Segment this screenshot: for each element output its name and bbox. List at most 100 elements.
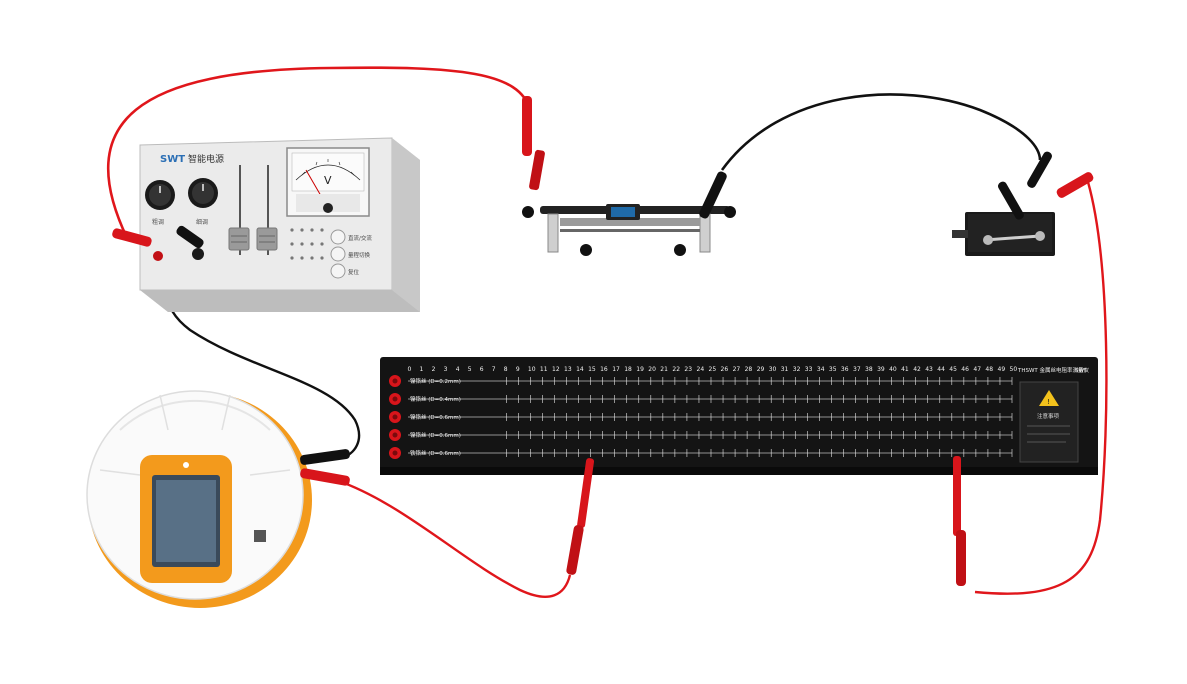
ruler-number: 34 [817, 366, 825, 373]
red-probe-board-right [953, 456, 966, 586]
mode-button-3-label: 复位 [348, 268, 360, 276]
black-plug-power [176, 225, 204, 249]
ruler-number: 24 [697, 366, 705, 373]
ruler-number: 9 [516, 366, 520, 373]
red-probe-board-left [566, 458, 595, 575]
black-wire-top [720, 93, 1042, 171]
ruler-number: 4 [456, 366, 460, 373]
fine-knob-label: 细调 [196, 218, 208, 226]
power-supply-brand: SWT [160, 154, 185, 165]
wire-terminal-hole [392, 396, 398, 402]
ruler-number: 33 [805, 366, 813, 373]
board-brand-tag: SWT [1075, 368, 1088, 374]
ruler-number: 19 [636, 366, 644, 373]
ruler-number: 18 [624, 366, 632, 373]
ruler-number: 10 [528, 366, 536, 373]
ruler-number: 50 [1010, 366, 1018, 373]
mode-button-2-label: 量程切换 [348, 251, 371, 259]
red-wire-top [106, 66, 532, 241]
ruler-number: 26 [721, 366, 729, 373]
probes-switch [997, 151, 1094, 220]
red-terminal[interactable] [153, 251, 163, 261]
ruler-number: 47 [973, 366, 981, 373]
board-terminals [389, 375, 401, 459]
ruler-number: 41 [901, 366, 909, 373]
ruler-number: 14 [576, 366, 584, 373]
power-supply-title: 智能电源 [188, 153, 224, 165]
mode-button-1[interactable] [330, 229, 346, 245]
ruler-number: 23 [684, 366, 692, 373]
ruler-number: 13 [564, 366, 572, 373]
warning-panel: ! 注意事项 [1019, 381, 1079, 463]
red-wire-bottom [329, 476, 572, 598]
ruler-number: 15 [588, 366, 596, 373]
ruler-number: 11 [540, 366, 548, 373]
mode-button-2[interactable] [330, 246, 346, 262]
logger-plugs [300, 449, 350, 486]
ruler-number: 43 [925, 366, 933, 373]
sliding-rheostat [522, 204, 736, 256]
wire-label: 镍铬丝 (D=0.4mm) [410, 395, 461, 403]
wire-label: 铁铬丝 (D=0.6mm) [410, 449, 461, 457]
ruler-number: 48 [985, 366, 993, 373]
logger-port [254, 530, 266, 542]
ruler-number: 27 [733, 366, 741, 373]
ruler-number: 45 [949, 366, 957, 373]
warning-icon [1039, 390, 1059, 406]
ruler-number: 0 [408, 366, 412, 373]
ruler-number: 44 [937, 366, 945, 373]
ruler-number: 2 [432, 366, 436, 373]
data-logger [86, 390, 312, 608]
warning-label: 注意事项 [1037, 412, 1060, 420]
ruler-number: 7 [492, 366, 496, 373]
red-probe-rheostat [522, 96, 545, 191]
board-model-text: THSWT 金属丝电阻率测量仪 [1017, 366, 1090, 374]
ruler-number: 39 [877, 366, 885, 373]
ruler-number: 22 [672, 366, 680, 373]
ruler-number: 31 [781, 366, 789, 373]
coarse-knob-label: 粗调 [152, 218, 164, 226]
ruler-number: 49 [998, 366, 1006, 373]
wire-rows: 镍铬丝 (D=0.2mm) 镍铬丝 (D=0.4mm) 镍铬丝 (D=0.6mm) 镍… [408, 377, 1013, 457]
ruler-number: 32 [793, 366, 801, 373]
ruler-number: 5 [468, 366, 472, 373]
wire-terminal-hole [392, 414, 398, 420]
ruler-number: 20 [648, 366, 656, 373]
mode-button-3[interactable] [330, 263, 346, 279]
power-supply: SWT 智能电源 粗调 细调 [112, 137, 420, 312]
ruler-number: 21 [660, 366, 668, 373]
knife-switch[interactable] [952, 212, 1055, 256]
ruler-number: 8 [504, 366, 508, 373]
ruler-number: 38 [865, 366, 873, 373]
wire-terminal-hole [392, 378, 398, 384]
ruler-number: 6 [480, 366, 484, 373]
ruler-number: 28 [745, 366, 753, 373]
wire-label: 镍铬丝 (D=0.6mm) [410, 431, 461, 439]
ruler-number: 17 [612, 366, 620, 373]
voltmeter: V [286, 147, 370, 217]
wire-label: 镍铬丝 (D=0.6mm) [410, 413, 461, 421]
coarse-knob[interactable] [145, 180, 175, 210]
black-terminal[interactable] [192, 248, 204, 260]
wire-terminal-hole [392, 450, 398, 456]
ruler-number: 40 [889, 366, 897, 373]
slider-left[interactable] [228, 165, 250, 255]
wire-label: 镍铬丝 (D=0.2mm) [410, 377, 461, 385]
ruler-number: 35 [829, 366, 837, 373]
ruler-number: 3 [444, 366, 448, 373]
svg-text:!: ! [1047, 398, 1050, 406]
mode-button-1-label: 直流/交流 [348, 234, 372, 242]
ruler-number: 16 [600, 366, 608, 373]
ruler-number: 46 [961, 366, 969, 373]
wire-terminal-hole [392, 432, 398, 438]
ruler-number: 1 [420, 366, 424, 373]
voltmeter-unit: V [324, 174, 332, 187]
fine-knob[interactable] [188, 178, 218, 208]
slider-right[interactable] [256, 165, 278, 255]
ruler-number: 12 [552, 366, 560, 373]
ruler-number: 30 [769, 366, 777, 373]
